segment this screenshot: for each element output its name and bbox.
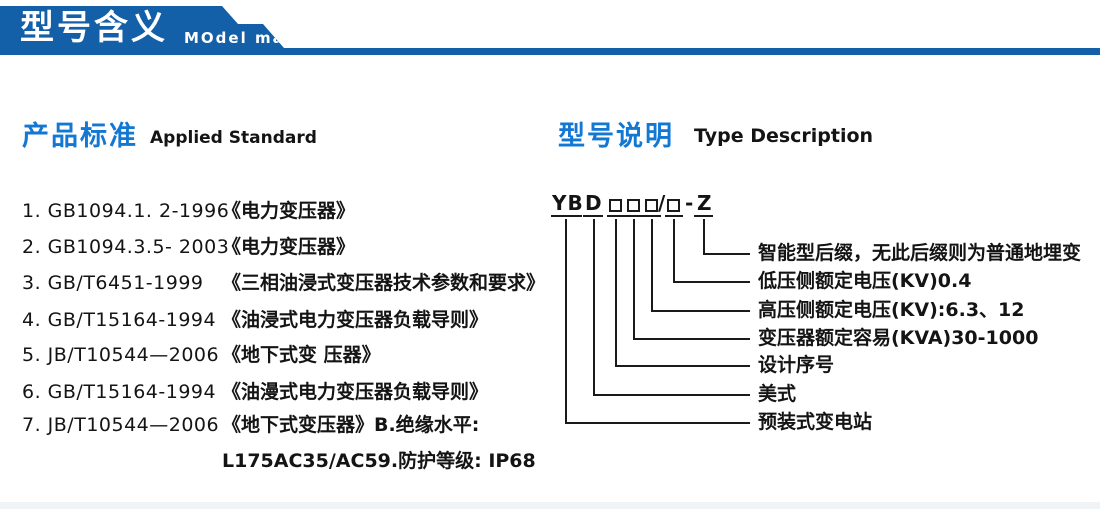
type-desc-title-en: Type Description — [694, 125, 874, 147]
standard-code: 5. JB/T10544—2006 — [22, 344, 220, 366]
code-underline — [607, 215, 625, 217]
connector-line — [673, 219, 675, 283]
standard-name: 《油浸式电力变压器负载导则》 — [222, 309, 489, 331]
type-desc-title-zh: 型号说明 — [558, 121, 674, 152]
code-box — [627, 199, 640, 212]
connector-line — [703, 253, 750, 255]
code-underline — [643, 215, 661, 217]
standard-name: 《地下式变 压器》 — [222, 344, 381, 366]
code-underline — [551, 215, 582, 217]
diagram-label: 智能型后缀，无此后缀则为普通地埋变 — [758, 242, 1082, 264]
type-description-section-heading: 型号说明 Type Description — [558, 114, 874, 152]
standard-code: 1. GB1094.1. 2-1996 — [22, 200, 230, 222]
code-style: D — [585, 191, 603, 215]
code-underline — [694, 215, 713, 217]
diagram-label: 预装式变电站 — [758, 411, 873, 433]
connector-line — [565, 422, 750, 424]
code-box — [645, 199, 658, 212]
header-banner: 型号含义 MOdel maning — [0, 6, 1100, 55]
page-title: 型号含义 — [20, 8, 168, 48]
code-underline — [625, 215, 643, 217]
standard-name: 《地下式变压器》B.绝缘水平: — [222, 414, 480, 436]
connector-line — [633, 338, 750, 340]
code-suffix: Z — [697, 191, 713, 215]
standard-code: 3. GB/T6451-1999 — [22, 272, 204, 294]
connector-line — [651, 219, 653, 312]
connector-line — [593, 394, 750, 396]
code-box — [609, 199, 622, 212]
page-subtitle: MOdel maning — [184, 29, 330, 47]
connector-line — [615, 365, 750, 367]
standards-title-en: Applied Standard — [150, 128, 317, 148]
diagram-label: 设计序号 — [758, 354, 835, 376]
standard-name: 《油漫式电力变压器负载导则》 — [222, 381, 489, 403]
standard-code: 2. GB1094.3.5- 2003 — [22, 236, 230, 258]
standard-code: 7. JB/T10544—2006 — [22, 414, 220, 436]
standard-name: 《三相油浸式变压器技术参数和要求》 — [222, 272, 546, 294]
standards-section-heading: 产品标准 Applied Standard — [22, 114, 317, 152]
code-underline — [583, 215, 603, 217]
code-underline — [665, 215, 683, 217]
connector-line — [673, 281, 750, 283]
standard-code: 6. GB/T15164-1994 — [22, 381, 217, 403]
diagram-label: 变压器额定容易(KVA)30-1000 — [758, 327, 1039, 349]
code-slash: / — [658, 191, 667, 215]
standards-title-zh: 产品标准 — [22, 121, 138, 152]
footer-divider — [0, 502, 1100, 509]
connector-line — [703, 219, 705, 255]
connector-line — [633, 219, 635, 340]
code-prefix: YB — [552, 191, 584, 215]
standard-item-continuation: L175AC35/AC59.防护等级: IP68 — [222, 450, 536, 472]
code-dash: - — [685, 191, 695, 215]
connector-line — [615, 219, 617, 367]
standard-name: 《电力变压器》 — [222, 236, 356, 258]
diagram-label: 美式 — [758, 383, 797, 405]
connector-line — [565, 219, 567, 424]
connector-line — [651, 310, 750, 312]
connector-line — [593, 219, 595, 396]
diagram-label: 低压侧额定电压(KV)0.4 — [758, 270, 972, 292]
code-box — [667, 199, 680, 212]
standard-code: 4. GB/T15164-1994 — [22, 309, 217, 331]
standard-name: 《电力变压器》 — [222, 200, 356, 222]
diagram-label: 高压侧额定电压(KV):6.3、12 — [758, 299, 1025, 321]
